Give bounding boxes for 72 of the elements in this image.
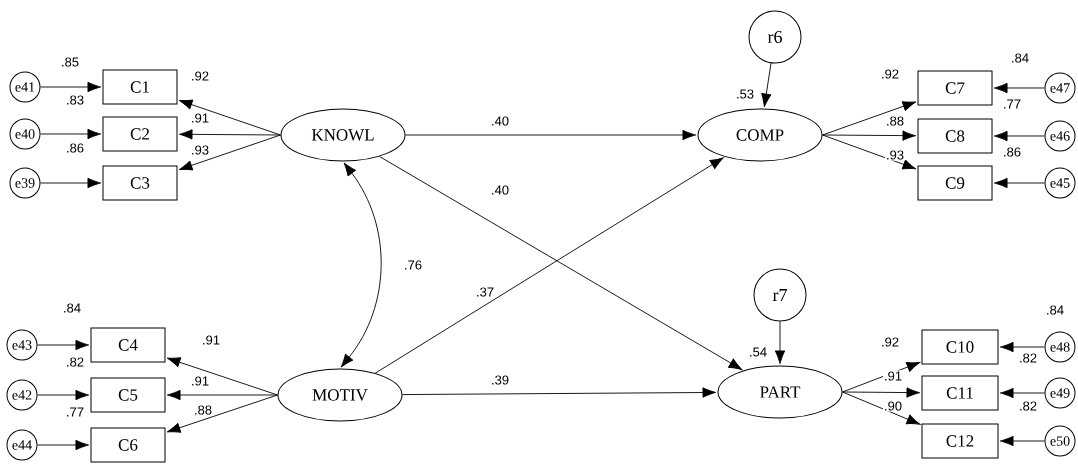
- edge-label: .91: [189, 112, 211, 124]
- arrow: [842, 361, 921, 393]
- edge-label: .92: [880, 68, 901, 80]
- edge-label: .88: [884, 115, 906, 127]
- arrow: [40, 177, 102, 189]
- edge-label: .92: [189, 70, 211, 82]
- arrow: [842, 387, 921, 398]
- observed-variable-box: C11: [921, 375, 999, 411]
- value-label: .83: [67, 95, 84, 105]
- arrow: [37, 389, 90, 401]
- arrow: [822, 130, 917, 141]
- value-label: .77: [67, 407, 84, 417]
- observed-variable-box: C7: [917, 70, 993, 106]
- observed-variable-box: C4: [90, 327, 166, 363]
- edge-label: .39: [489, 374, 511, 386]
- arrow: [178, 99, 281, 136]
- observed-variable-box: C1: [102, 69, 178, 105]
- edge-label: .91: [189, 375, 211, 387]
- arrow: [40, 81, 102, 93]
- arrow: [993, 82, 1045, 94]
- value-label: .84: [1012, 53, 1029, 63]
- value-label: .86: [67, 143, 84, 153]
- arrow: [993, 177, 1045, 189]
- arrow: [999, 387, 1045, 399]
- observed-variable-box: C12: [921, 423, 999, 459]
- value-label: .54: [750, 347, 767, 357]
- edge-label: .40: [489, 184, 511, 196]
- edge-label: .40: [489, 115, 511, 127]
- arrow: [761, 62, 772, 108]
- edge-label: .37: [474, 286, 496, 298]
- value-label: .77: [1004, 99, 1021, 109]
- edge-label: .93: [189, 144, 211, 156]
- arrow: [37, 339, 90, 351]
- arrow: [40, 128, 102, 140]
- observed-variable-box: C8: [917, 118, 993, 154]
- arrow: [405, 129, 697, 141]
- observed-variable-box: C6: [90, 427, 166, 463]
- observed-variable-box: C2: [102, 116, 178, 152]
- edge-label: .91: [200, 334, 222, 346]
- value-label: .84: [64, 303, 81, 313]
- value-label: .82: [67, 357, 84, 367]
- arrow: [842, 391, 921, 425]
- arrow: [999, 435, 1045, 447]
- edge-label: .91: [883, 370, 904, 382]
- arrow: [999, 341, 1045, 353]
- observed-variable-box: C10: [921, 329, 999, 365]
- arrow: [166, 394, 278, 433]
- value-label: .53: [737, 89, 754, 99]
- value-label: .82: [1020, 401, 1037, 411]
- value-label: .84: [1047, 305, 1064, 315]
- value-label: .82: [1020, 353, 1037, 363]
- arrow: [993, 130, 1045, 142]
- arrow: [166, 389, 278, 401]
- value-label: .85: [62, 57, 79, 67]
- arrow: [166, 357, 278, 396]
- edge-label: .76: [402, 259, 424, 271]
- value-label: .86: [1004, 147, 1021, 157]
- edge-label: .88: [192, 404, 214, 416]
- arrow: [402, 387, 717, 398]
- arrow: [822, 134, 917, 170]
- arrow: [822, 101, 917, 136]
- observed-variable-box: C3: [102, 165, 178, 201]
- edge-label: .93: [884, 149, 906, 161]
- arrow: [178, 129, 281, 140]
- observed-variable-box: C5: [90, 377, 166, 413]
- edge-label: .90: [883, 400, 904, 412]
- arrow: [178, 134, 281, 171]
- arrow: [340, 162, 382, 368]
- arrow: [37, 439, 90, 451]
- arrow: [774, 321, 786, 365]
- edge-label: .92: [880, 336, 901, 348]
- observed-variable-box: C9: [917, 165, 993, 201]
